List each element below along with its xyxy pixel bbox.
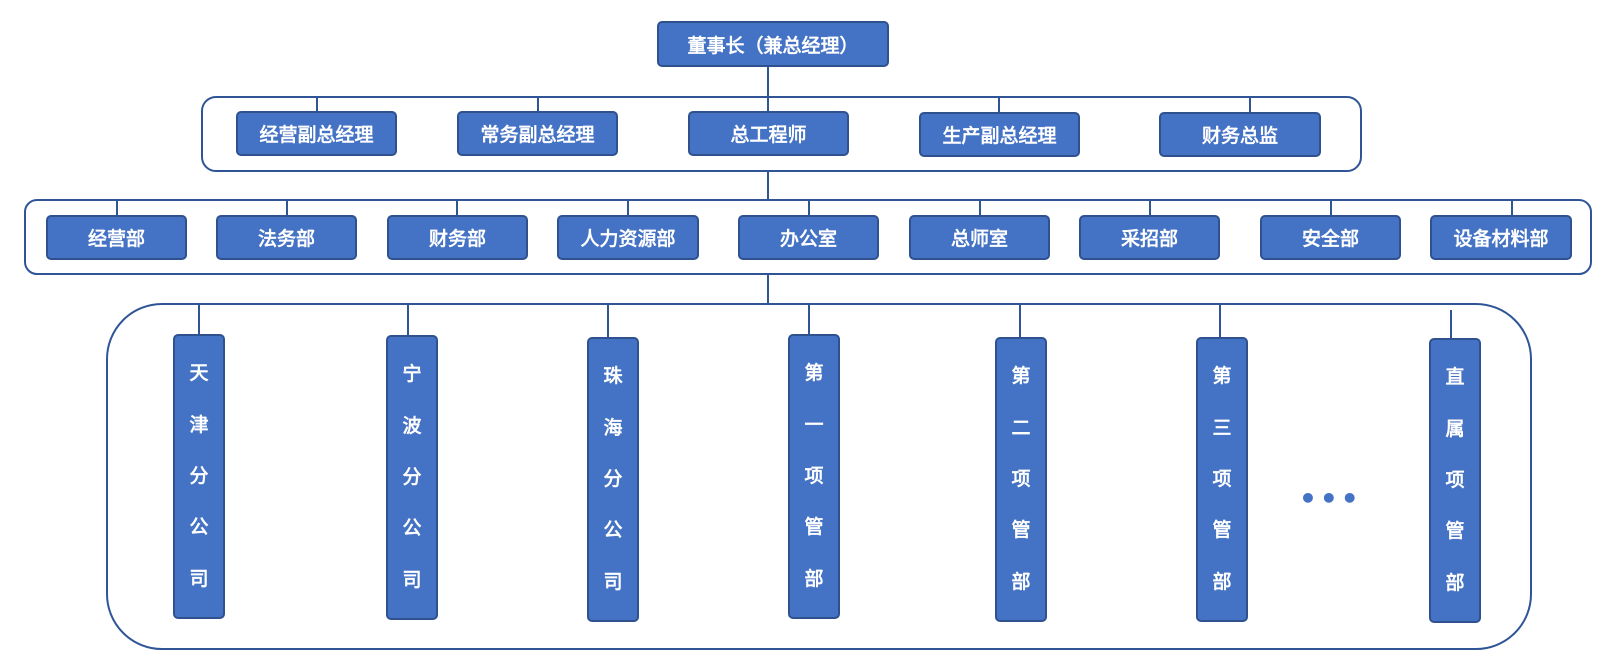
more-units-ellipsis: ••• [1299, 482, 1362, 515]
department-node: 安全部 [1260, 215, 1401, 260]
unit-node: 宁波分公司 [386, 335, 438, 620]
unit-node: 天津分公司 [173, 334, 225, 619]
executive-node: 财务总监 [1159, 112, 1321, 157]
unit-node: 珠海分公司 [587, 337, 639, 622]
executive-node: 总工程师 [688, 111, 849, 156]
department-node: 人力资源部 [557, 215, 699, 260]
chairman-node: 董事长（兼总经理） [657, 21, 889, 67]
unit-node: 第三项管部 [1196, 337, 1248, 622]
department-node: 经营部 [46, 215, 187, 260]
department-node: 采招部 [1079, 215, 1220, 260]
executive-node: 生产副总经理 [919, 112, 1080, 157]
department-node: 设备材料部 [1430, 215, 1572, 260]
department-node: 财务部 [387, 215, 528, 260]
department-node: 总师室 [909, 215, 1050, 260]
executive-node: 常务副总经理 [457, 111, 618, 156]
unit-node: 直属项管部 [1429, 338, 1481, 623]
executive-node: 经营副总经理 [236, 111, 397, 156]
unit-node: 第一项管部 [788, 334, 840, 619]
department-node: 办公室 [738, 215, 879, 260]
department-node: 法务部 [216, 215, 357, 260]
units-group-frame [106, 303, 1532, 650]
unit-node: 第二项管部 [995, 337, 1047, 622]
executives-group-frame [201, 96, 1362, 172]
